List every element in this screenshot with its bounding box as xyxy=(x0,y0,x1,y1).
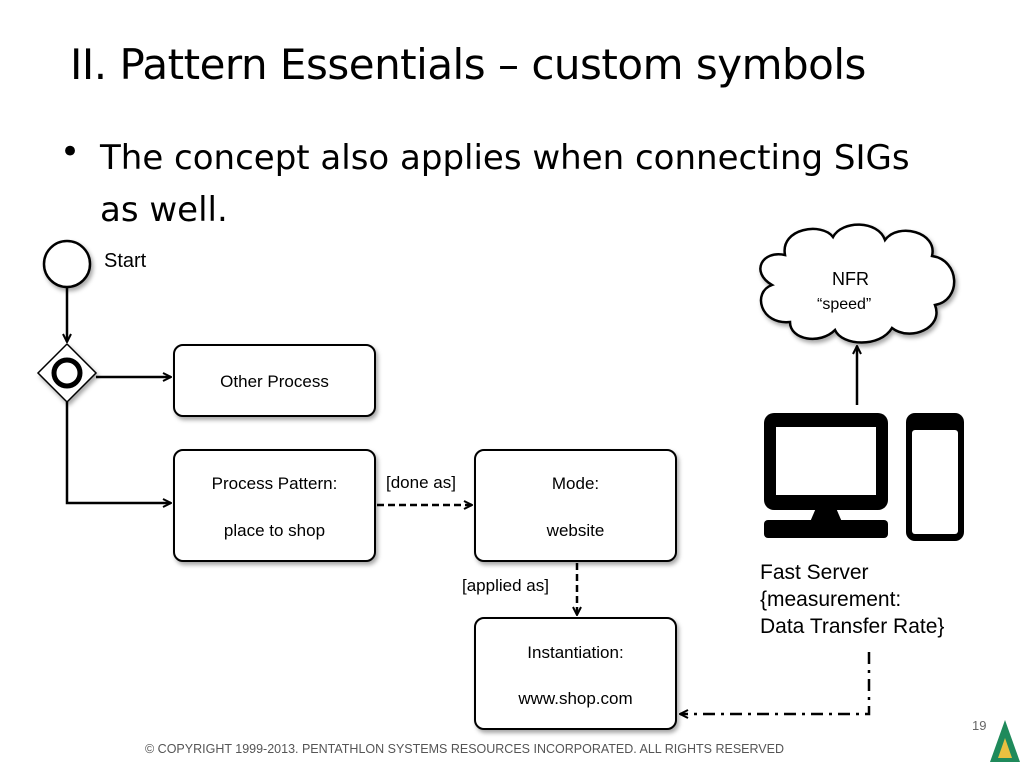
instantiation-value: www.shop.com xyxy=(518,689,633,708)
bullet-text: The concept also applies when connecting… xyxy=(100,138,910,230)
copyright-footer: © COPYRIGHT 1999-2013. PENTATHLON SYSTEM… xyxy=(145,742,785,756)
mode-value: website xyxy=(546,521,605,540)
page-number: 19 xyxy=(972,718,987,733)
gateway-diamond-icon xyxy=(36,342,98,404)
done-as-label: [done as] xyxy=(386,473,456,492)
slide-title: II. Pattern Essentials – custom symbols xyxy=(70,40,866,89)
server-label-line2: {measurement: xyxy=(760,588,902,611)
applied-as-label: [applied as] xyxy=(462,576,549,595)
instantiation-box: Instantiation: www.shop.com xyxy=(474,617,677,730)
gateway-to-process-pattern-arrow xyxy=(65,402,171,503)
server-tower-icon xyxy=(906,413,964,541)
computer-monitor-icon xyxy=(764,413,888,538)
process-pattern-title: Process Pattern: xyxy=(211,474,338,493)
server-to-instantiation-connector xyxy=(680,652,871,714)
server-label-line3: Data Transfer Rate} xyxy=(760,615,945,638)
bullet-marker: • xyxy=(60,132,81,172)
nfr-title: NFR xyxy=(832,269,869,289)
cloud-icon xyxy=(759,223,956,344)
other-process-label: Other Process xyxy=(220,372,329,391)
mode-box: Mode: website xyxy=(474,449,677,562)
logo-icon xyxy=(990,720,1020,762)
server-label-line1: Fast Server xyxy=(760,561,869,584)
nfr-value: “speed” xyxy=(817,296,872,313)
other-process-box: Other Process xyxy=(173,344,376,417)
process-pattern-box: Process Pattern: place to shop xyxy=(173,449,376,562)
start-label: Start xyxy=(104,250,147,272)
start-event-circle-icon xyxy=(42,239,92,289)
mode-title: Mode: xyxy=(551,474,600,493)
process-pattern-value: place to shop xyxy=(223,521,326,540)
instantiation-title: Instantiation: xyxy=(527,643,624,662)
